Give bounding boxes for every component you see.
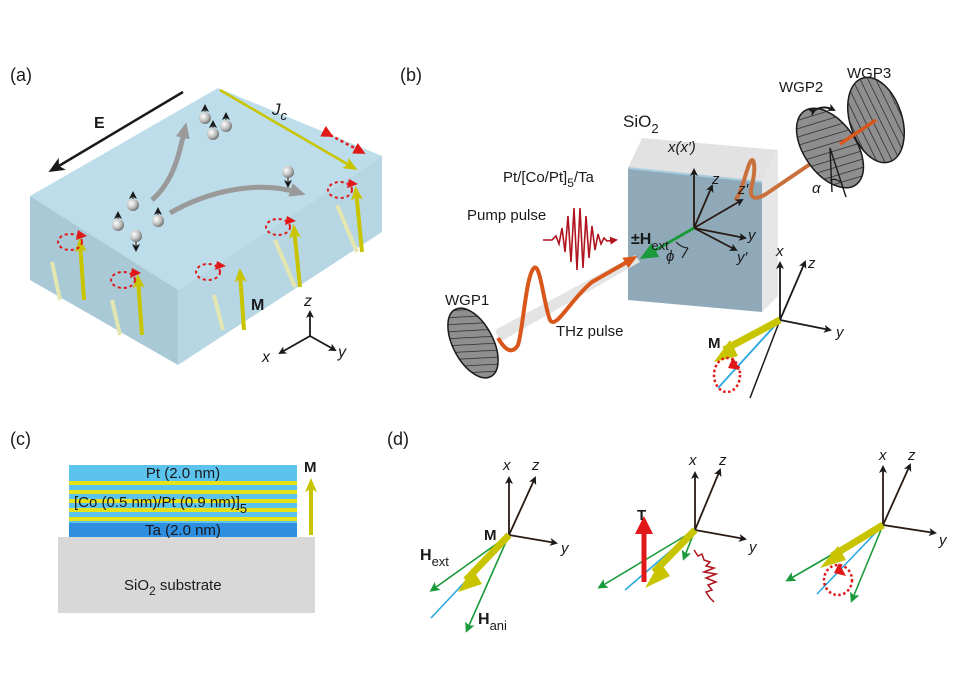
- e-field-label: E: [94, 115, 105, 132]
- x-label-d2: x: [688, 452, 697, 469]
- y-label-d2: y: [748, 539, 758, 556]
- m-arrow-3: [195, 261, 247, 331]
- pump-pulse-d: [693, 549, 719, 603]
- d-diagram-precession: x z y: [785, 447, 948, 603]
- pt-label: Pt (2.0 nm): [146, 465, 220, 482]
- substrate: [58, 537, 315, 613]
- co-pt-label: [Co (0.5 nm)/Pt (0.9 nm)]5: [74, 494, 247, 516]
- wgp1-label: WGP1: [445, 292, 489, 309]
- co-pt-multilayer: [69, 481, 297, 521]
- d-diagram-equilibrium: x z y M Hext Hani: [420, 457, 570, 633]
- m-arrow-4: [265, 216, 302, 288]
- panel-d: (d) x z y M Hext Hani: [387, 429, 948, 633]
- hext-label-d: Hext: [420, 547, 449, 569]
- y-label-b: y: [747, 227, 757, 244]
- hani-label-d: Hani: [478, 611, 507, 633]
- axis-z-label: z: [303, 293, 312, 310]
- y-label-b2: y: [835, 324, 845, 341]
- phi-label: ϕ: [666, 248, 674, 265]
- sio2-label: SiO2: [623, 112, 659, 136]
- y-label-d3: y: [938, 532, 948, 549]
- alpha-line-1: [829, 147, 833, 193]
- m-arrow-5: [327, 179, 364, 253]
- alpha-line-2: [829, 147, 847, 198]
- m-label-a: M: [251, 297, 264, 314]
- m-arrow-2: [110, 268, 145, 336]
- slab-right-face: [178, 156, 382, 365]
- x-xprime-label: x(x′): [667, 139, 696, 156]
- pump-label: Pump pulse: [467, 207, 546, 224]
- panel-b-label: (b): [400, 65, 422, 85]
- wgp1-polarizer: [447, 307, 499, 379]
- m-label-d: M: [484, 527, 497, 544]
- panel-a: (a) E Jc: [10, 65, 382, 366]
- alpha-label: α: [812, 180, 821, 197]
- magnetization-arrows: [50, 179, 364, 336]
- substrate-label: SiO2 substrate: [124, 577, 222, 598]
- panel-c-label: (c): [10, 429, 31, 449]
- z-label-b: z: [711, 171, 720, 188]
- yprime-label: y′: [736, 249, 749, 266]
- panel-c: (c) Pt (2.0 nm) [Co (0.5 nm)/Pt (0.9 nm)…: [10, 429, 317, 613]
- y-label-d1: y: [560, 540, 570, 557]
- axis-x-label: x: [261, 349, 271, 366]
- z-label-d2: z: [718, 452, 727, 469]
- thz-label: THz pulse: [556, 323, 624, 340]
- sample-front-face: [628, 168, 762, 312]
- zprime-label: z′: [737, 181, 750, 198]
- electron-right: [282, 166, 294, 188]
- z-label-d1: z: [531, 457, 540, 474]
- spin-up-deflection-arrow: [150, 122, 190, 202]
- panel-b: (b) SiO2 Pt/[Co/Pt]5/Ta Pump pulse THz p…: [400, 65, 905, 399]
- rotation-double-arrow: [807, 103, 836, 117]
- m-label-b: M: [708, 335, 721, 352]
- thz-pulse-incoming: [496, 256, 638, 353]
- ta-label: Ta (2.0 nm): [145, 522, 221, 539]
- precession-axes-b: x z y: [712, 243, 845, 399]
- d-diagram-torque: x z y T: [597, 452, 758, 603]
- m-label-c: M: [304, 459, 317, 476]
- jc-label: Jc: [271, 100, 288, 123]
- panel-d-label: (d): [387, 429, 409, 449]
- axis-y-label: y: [337, 344, 347, 361]
- alpha-arc: [829, 178, 841, 183]
- e-field-arrow: [48, 90, 184, 173]
- z-label-d3: z: [907, 447, 916, 464]
- ta-seed-layer: [69, 523, 297, 537]
- panel-a-label: (a): [10, 65, 32, 85]
- m-arrow-1: [50, 230, 87, 301]
- hext-label-b: ±Hext: [631, 231, 669, 253]
- sample-axes: x(x′) z z′ y y′ ϕ: [639, 139, 757, 266]
- axes-a: z x y: [261, 293, 347, 366]
- stack-label: Pt/[Co/Pt]5/Ta: [503, 169, 595, 190]
- precession-double-arrow: [320, 125, 366, 154]
- slab-top-face: [30, 88, 382, 290]
- current-arrow: [219, 88, 358, 171]
- z-label-b2: z: [807, 255, 816, 272]
- thz-to-wgp3: [839, 118, 877, 146]
- wgp2-label: WGP2: [779, 79, 823, 96]
- x-label-d1: x: [502, 457, 511, 474]
- torque-label: T: [637, 507, 646, 524]
- pump-pulse: [543, 207, 618, 271]
- thz-pulse-transmitted: [733, 150, 830, 202]
- x-label-b2: x: [775, 243, 784, 260]
- electrons-center: [112, 191, 164, 252]
- electrons-top: [199, 104, 232, 140]
- x-label-d3: x: [878, 447, 887, 464]
- wgp3-label: WGP3: [847, 65, 891, 82]
- spin-down-deflection-arrow: [168, 183, 306, 216]
